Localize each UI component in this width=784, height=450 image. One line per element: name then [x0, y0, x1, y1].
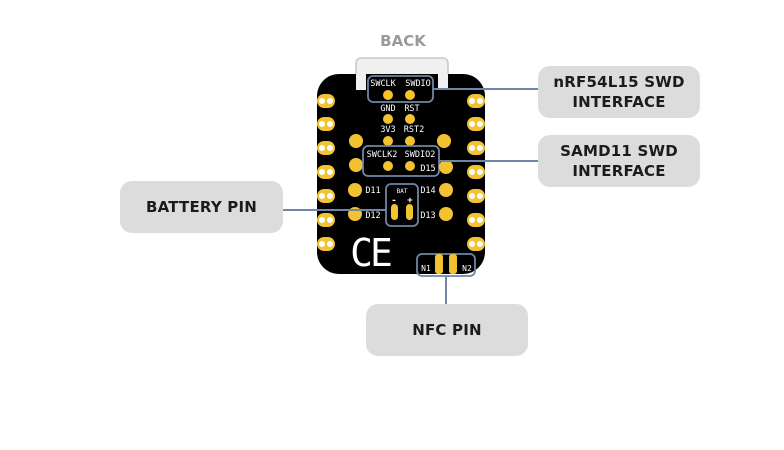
callout-samd-swd-line1: SAMD11 SWD: [560, 142, 678, 160]
castellated-pad-left: [317, 165, 335, 179]
pin-label-bat: BAT: [397, 188, 408, 195]
pin-label-d15: D15: [420, 164, 435, 174]
connector-tab-right: [438, 74, 448, 90]
pin-label-swdio2: SWDIO2: [405, 150, 436, 160]
battery-outline: [385, 183, 419, 227]
connector-tab-left: [356, 74, 366, 90]
castellated-pad-right: [467, 189, 485, 203]
pad-large-left-top: [349, 134, 363, 148]
back-view-label: BACK: [380, 32, 426, 50]
pin-label-d13: D13: [420, 211, 435, 221]
castellated-pad-right: [467, 141, 485, 155]
pin-label-swclk2: SWCLK2: [367, 150, 398, 160]
pin-label-bat-minus: -: [391, 196, 396, 206]
pad-swdio: [405, 90, 415, 100]
pad-gnd: [383, 114, 393, 124]
pad-swclk2: [383, 161, 393, 171]
callout-nfc: NFC PIN: [366, 304, 528, 356]
castellated-pad-left: [317, 213, 335, 227]
pad-rst: [405, 114, 415, 124]
pad-n2: [449, 254, 457, 274]
castellated-pad-right: [467, 165, 485, 179]
pad-d14: [439, 183, 453, 197]
pad-d15: [439, 160, 453, 174]
pin-label-gnd: GND: [380, 104, 395, 114]
pin-label-3v3: 3V3: [380, 125, 395, 135]
pad-swdio2: [405, 161, 415, 171]
pad-bat-plus: [406, 204, 413, 220]
pcb-body: [317, 74, 485, 274]
pad-3v3: [383, 136, 393, 146]
callout-nfc-label: NFC PIN: [412, 321, 482, 339]
pad-bat-minus: [391, 204, 398, 220]
callout-nrf-swd-line2: INTERFACE: [572, 93, 666, 111]
callout-samd-swd-line2: INTERFACE: [572, 162, 666, 180]
callout-battery: BATTERY PIN: [120, 181, 283, 233]
pad-rst2: [405, 136, 415, 146]
pin-label-rst: RST: [404, 104, 419, 114]
pad-large-left: [349, 158, 363, 172]
callout-battery-label: BATTERY PIN: [145, 198, 258, 216]
castellated-pad-right: [467, 237, 485, 251]
pad-swclk: [383, 90, 393, 100]
castellated-pad-right: [467, 117, 485, 131]
castellated-pad-right: [467, 213, 485, 227]
pin-label-swclk: SWCLK: [370, 79, 396, 89]
castellated-pad-left: [317, 117, 335, 131]
castellated-pads-left: [317, 94, 335, 251]
callout-samd-swd: SAMD11 SWD INTERFACE: [538, 135, 700, 187]
pad-large-right-top: [437, 134, 451, 148]
pad-d13: [439, 207, 453, 221]
callout-nrf-swd: nRF54L15 SWD INTERFACE: [538, 66, 700, 118]
pin-label-n1: N1: [421, 264, 431, 273]
ce-mark: CE: [350, 231, 391, 275]
callout-nrf-swd-line1: nRF54L15 SWD: [553, 73, 685, 91]
castellated-pad-right: [467, 94, 485, 108]
castellated-pads-right: [467, 94, 485, 251]
pin-label-swdio: SWDIO: [405, 79, 431, 89]
pin-label-d12: D12: [365, 211, 380, 221]
pad-n1: [435, 254, 443, 274]
castellated-pad-left: [317, 141, 335, 155]
castellated-pad-left: [317, 94, 335, 108]
pin-label-d14: D14: [420, 186, 435, 196]
pin-label-n2: N2: [462, 264, 472, 273]
pin-label-bat-plus: +: [407, 196, 413, 206]
castellated-pad-left: [317, 189, 335, 203]
castellated-pad-left: [317, 237, 335, 251]
pin-label-rst2: RST2: [404, 125, 424, 135]
pad-d11: [348, 183, 362, 197]
pin-label-d11: D11: [365, 186, 380, 196]
